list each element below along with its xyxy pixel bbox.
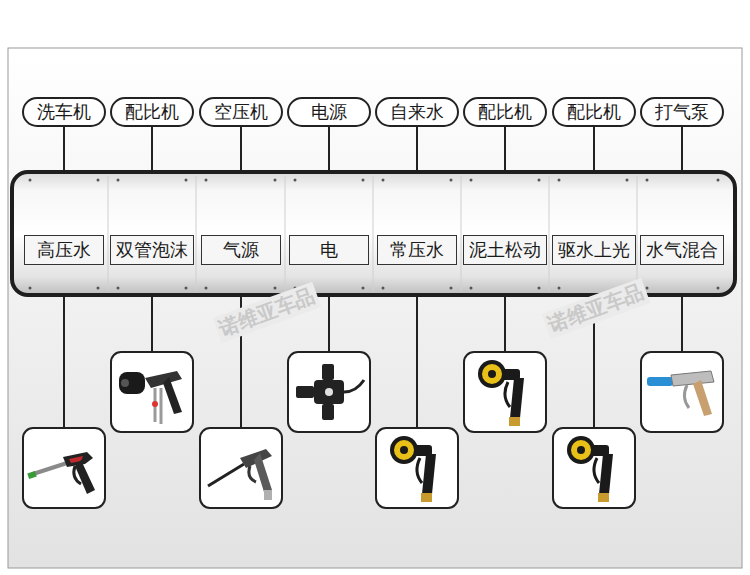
foam-gun-icon [111,352,193,432]
node-text: 自来水 [390,103,444,121]
source-pill: 打气泵 [640,97,724,127]
source-pill: 自来水 [375,97,459,127]
function-tag: 电 [289,235,369,265]
node-text: 双管泡沫 [116,241,188,259]
function-tag: 常压水 [377,235,457,265]
spray-gun-icon [376,428,458,508]
node-text: 洗车机 [37,103,91,121]
source-pill: 配比机 [463,97,547,127]
power-strip-icon [288,352,370,432]
bar-rivets [29,179,720,290]
panel-ground [8,48,742,568]
bar-dividers [108,176,637,291]
node-text: 常压水 [390,241,444,259]
function-tag: 驱水上光 [552,235,636,265]
water-air-gun-icon [641,352,723,432]
node-text: 配比机 [478,103,532,121]
function-tag: 高压水 [24,235,104,265]
function-tag: 双管泡沫 [110,235,194,265]
source-pill: 配比机 [110,97,194,127]
watermark: 诺维亚车品 [212,282,321,344]
node-text: 配比机 [567,103,621,121]
node-text: 驱水上光 [558,241,630,259]
node-text: 打气泵 [655,103,709,121]
source-pill: 空压机 [199,97,283,127]
node-text: 空压机 [214,103,268,121]
node-text: 气源 [223,241,259,259]
function-tag: 气源 [201,235,281,265]
node-text: 电 [320,241,338,259]
node-text: 电源 [311,103,347,121]
spray-gun-icon [553,428,635,508]
source-pill: 洗车机 [22,97,106,127]
node-text: 高压水 [37,241,91,259]
metal-bar [12,172,735,295]
node-text: 泥土松动 [469,241,541,259]
air-blow-gun-icon [200,428,282,508]
source-pill: 配比机 [552,97,636,127]
node-text: 水气混合 [646,241,718,259]
source-pill: 电源 [287,97,371,127]
node-text: 配比机 [125,103,179,121]
function-tag: 泥土松动 [463,235,547,265]
watermark: 诺维亚车品 [541,278,650,340]
spray-gun-icon [464,352,546,432]
high-pressure-gun-icon [23,428,105,508]
function-tag: 水气混合 [640,235,724,265]
